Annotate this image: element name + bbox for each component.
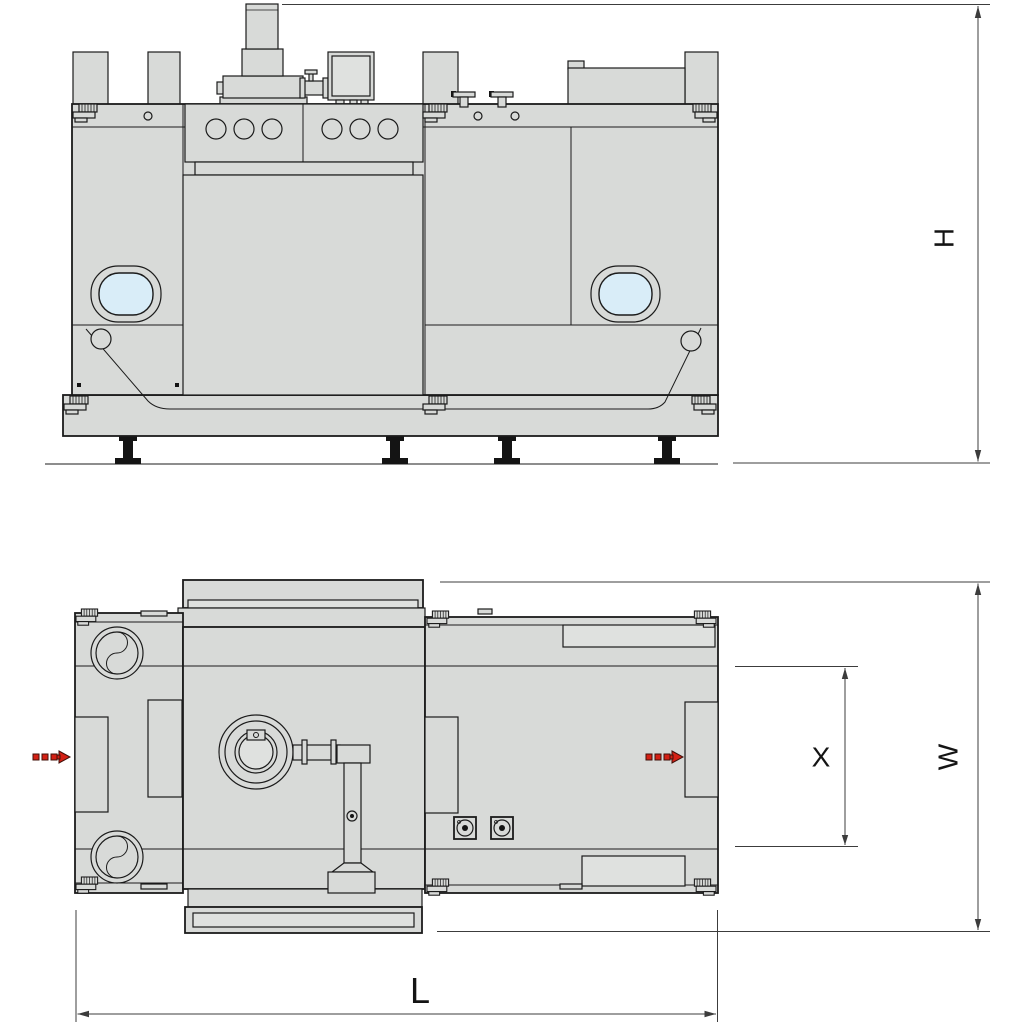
top-housing-box [567,67,686,106]
front-elevation-view [45,3,719,465]
rotary-unit-top [90,626,144,680]
top-plan-view [32,579,719,934]
indicator-light [349,118,371,140]
porthole-window-left [90,265,162,323]
top-post [72,51,109,106]
arrowhead-up-icon [974,6,982,18]
foot [654,434,680,464]
rotary-unit-bottom [90,830,144,884]
gusset-hole [680,330,702,352]
infeed-opening [74,716,109,813]
electrical-box [327,51,375,106]
bottom-step [187,888,423,908]
arrowhead-down-icon [974,450,982,462]
inset-panel [562,624,716,648]
bottom-hood [184,906,423,934]
transfer-opening [424,716,459,814]
bar-clip [477,608,493,615]
arrowhead-down-icon [974,919,982,930]
indicator-light [205,118,227,140]
dimension-label-w: W [932,743,963,770]
outfeed-opening [684,701,719,798]
dimension-label-x: X [812,741,831,772]
top-post [684,51,719,106]
dimension-label-l: L [410,970,430,1011]
turret-dial [218,714,294,790]
indicator-light [233,118,255,140]
indicator-light [321,118,343,140]
center-door-panel [182,174,424,396]
gusset-outline [85,327,702,410]
indicator-light [261,118,283,140]
valve-fitting [453,816,477,840]
control-panel [184,103,424,176]
dimension-height: H [282,4,990,464]
top-post [147,51,181,106]
bolt-dot [77,383,81,387]
bolt-dot [175,383,179,387]
deck-bolt [143,111,153,121]
arrowhead-left-icon [77,1010,89,1018]
porthole-window-right [590,265,661,323]
base-plinth [62,394,719,437]
bar-clip [140,883,168,890]
arrowhead-down-icon [841,835,849,845]
inset-panel [581,855,686,887]
deck-bolt [473,111,483,121]
guide-panel [147,699,183,798]
foot [115,434,141,464]
bar-clip [559,883,583,890]
deck-bolt [510,111,520,121]
top-hood [177,579,426,628]
dimension-working-width: X [735,666,858,847]
deck-valve-knob [489,91,514,108]
machine-feet [115,434,680,464]
arrowhead-up-icon [841,668,849,679]
indicator-light [377,118,399,140]
bar-clip [140,610,168,617]
drive-column [216,3,308,106]
dimension-label-h: H [928,228,959,248]
dimension-length: L [75,910,718,1022]
foot [494,434,520,464]
arrowhead-up-icon [974,583,982,595]
gusset-hole [90,328,112,350]
valve-fitting [490,816,514,840]
swing-arm [292,739,376,894]
product-flow-arrow [32,750,71,764]
dimension-width: W [437,581,990,932]
arrowhead-right-icon [704,1010,716,1018]
connection-pipe [299,69,330,99]
foot [382,434,408,464]
deck-valve-knob [451,91,476,108]
